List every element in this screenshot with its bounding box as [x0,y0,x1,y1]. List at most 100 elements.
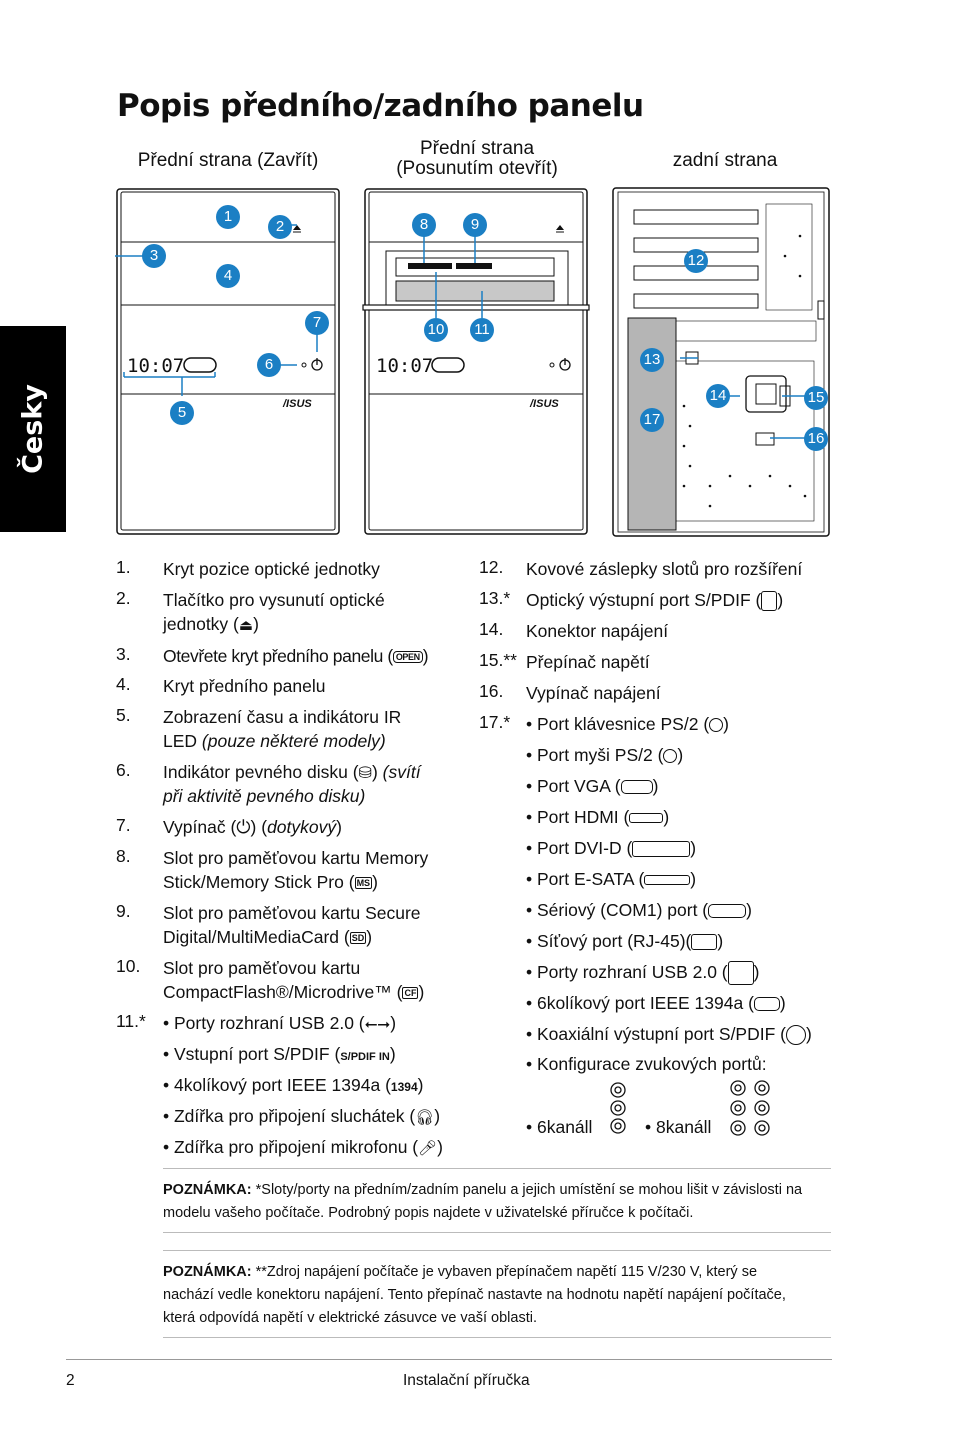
page-title: Popis předního/zadního panelu [117,88,644,124]
callout-11: 11 [470,318,494,342]
usb-icon: ⭠⭢ [364,1016,391,1033]
item-1-text: Kryt pozice optické jednotky [163,559,380,579]
audio-6ch-icon [610,1082,626,1134]
ps2-mouse-icon [663,749,678,764]
item-4-num: 4. [116,674,131,694]
page-number: 2 [66,1372,75,1389]
divider [163,1250,831,1251]
item-13-num: 13.* [479,588,511,608]
optical-spdif-icon [761,591,778,612]
rj45-icon [691,934,718,951]
eject-icon: ⏏ [238,617,254,634]
item-6-text: Indikátor pevného disku (⛁) (svítí [163,762,421,782]
item-17-keyboard: • Port klávesnice PS/2 () [526,714,729,734]
headphone-icon: 🎧︎ [415,1109,435,1126]
item-10-text: Slot pro paměťovou kartu [163,958,361,978]
asus-logo-closed: /ISUS [283,398,312,410]
divider [163,1337,831,1338]
callout-10: 10 [424,318,448,342]
callout-1: 1 [216,205,240,229]
callout-5: 5 [170,401,194,425]
sd-card-icon: SD [349,932,367,945]
cf-card-icon: CF [402,987,419,1000]
item-9-text-2: Digital/MultiMediaCard (SD) [163,927,373,947]
item-17-audio: • Konfigurace zvukových portů: [526,1054,767,1074]
item-3-text: Otevřete kryt předního panelu (OPEN) [163,646,429,666]
callout-6: 6 [257,353,281,377]
item-7-text: Vypínač (⏻) (dotykový) [163,817,342,837]
item-8-text-2: Stick/Memory Stick Pro (MS) [163,872,378,892]
item-16-text: Vypínač napájení [526,683,661,703]
front-open-illustration [362,188,590,535]
item-17-vga: • Port VGA () [526,776,659,796]
callout-15: 15 [804,386,828,410]
note-1: POZNÁMKA: *Sloty/porty na předním/zadním… [163,1182,803,1221]
item-3-num: 3. [116,644,131,664]
item-15-text: Přepínač napětí [526,652,650,672]
item-17-lan: • Síťový port (RJ-45)() [526,931,724,951]
item-12-num: 12. [479,557,504,577]
front-closed-illustration [115,188,340,535]
hdmi-icon [629,813,664,824]
item-16-num: 16. [479,681,504,701]
ms-card-icon: MS [354,877,373,890]
caption-front-open-1: Přední strana [419,138,535,159]
coaxial-icon [785,1025,806,1046]
item-6-num: 6. [116,760,131,780]
item-11-num: 11.* [116,1011,146,1031]
item-9-num: 9. [116,901,131,921]
clock-display-closed: 10:07 [127,355,185,377]
open-icon: OPEN [392,651,423,664]
item-11-headphone: • Zdířka pro připojení sluchátek (🎧︎) [163,1106,441,1126]
ps2-keyboard-icon [709,718,724,733]
item-17-usb: • Porty rozhraní USB 2.0 () [526,960,759,986]
callout-8: 8 [412,213,436,237]
esata-icon [644,875,691,886]
usb-port-icon [727,961,754,986]
caption-rear: zadní strana [672,150,778,171]
caption-front-open-2: (Posunutím otevřít) [396,158,558,179]
item-15-num: 15.** [479,650,517,670]
callout-17: 17 [640,408,664,432]
divider [163,1232,831,1233]
callout-3: 3 [142,244,166,268]
item-5-num: 5. [116,705,131,725]
audio-8ch-label: • 8kanáll [645,1117,712,1137]
note-2: POZNÁMKA: **Zdroj napájení počítače je v… [163,1264,786,1326]
audio-8ch-icon [730,1080,770,1136]
ieee1394-6pin-icon [753,997,780,1012]
microphone-icon: 🎤︎ [418,1140,438,1157]
item-10-text-2: CompactFlash®/Microdrive™ (CF) [163,982,425,1002]
audio-6ch-label: • 6kanáll [526,1117,593,1137]
item-17-num: 17.* [479,712,511,732]
item-6-text-2: při aktivitě pevného disku) [163,786,366,806]
item-14-text: Konektor napájení [526,621,669,641]
item-8-text: Slot pro paměťovou kartu Memory [163,848,429,868]
item-9-text: Slot pro paměťovou kartu Secure [163,903,421,923]
spdif-in-icon: S/PDIF IN [340,1051,390,1063]
callout-12: 12 [684,249,708,273]
vga-icon [620,780,653,795]
callout-2: 2 [268,215,292,239]
item-17-serial: • Sériový (COM1) port () [526,900,752,920]
item-17-ieee6: • 6kolíkový port IEEE 1394a () [526,993,786,1013]
serial-port-icon [708,904,747,919]
item-17-hdmi: • Port HDMI () [526,807,670,827]
item-4-text: Kryt předního panelu [163,676,326,696]
callout-4: 4 [216,264,240,288]
item-7-num: 7. [116,815,131,835]
item-13-text: Optický výstupní port S/PDIF () [526,590,784,612]
item-17-esata: • Port E-SATA () [526,869,697,889]
item-2-text: Tlačítko pro vysunutí optické [163,590,385,610]
item-11-spdif-in: • Vstupní port S/PDIF (S/PDIF IN) [163,1044,396,1064]
asus-logo-open: /ISUS [530,398,559,410]
item-5-text-2: LED (pouze některé modely) [163,731,386,751]
item-2-text-2: jednotky (⏏) [163,614,259,634]
item-5-text: Zobrazení času a indikátoru IR [163,707,402,727]
footer-rule [66,1359,832,1360]
callout-14: 14 [706,384,730,408]
item-2-num: 2. [116,588,131,608]
divider [163,1168,831,1169]
item-8-num: 8. [116,846,131,866]
item-12-text: Kovové záslepky slotů pro rozšíření [526,559,803,579]
